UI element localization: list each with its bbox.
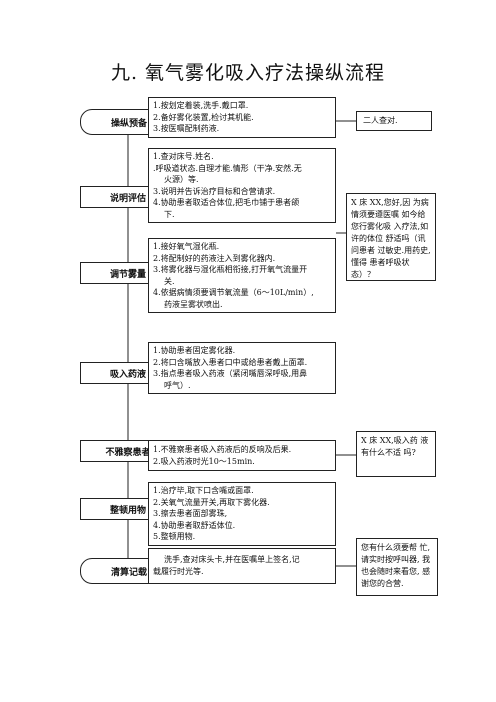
note-text: 我也会随时来看您, <box>361 555 431 576</box>
step-text: .呼吸道状态.自理才能.情形（干净.安然.无 <box>153 163 302 173</box>
step-text: 2.将配制好的药液注入到雾化器内. <box>153 253 276 263</box>
note-text: 感谢您的合营. <box>361 567 431 588</box>
step-text: 3.说明并告诉治疗目标和合营请求. <box>153 186 276 196</box>
step-text: 1.不雅察患者吸入药液后的反响及后果. <box>153 445 292 454</box>
step-text: 1.协助患者固定雾化器. <box>153 346 236 355</box>
step-text: 洗手,查对床头卡,并在医嘱单上签名,记 <box>164 555 300 564</box>
step-text: 3.擦去患者面部雾珠, <box>153 509 228 518</box>
step-text: 1.按划定着装,洗手.戴口罩. <box>153 101 249 110</box>
step-text: 4.协助患者取舒适体位. <box>153 520 236 530</box>
step-text: 1.接好氧气湿化瓶. <box>153 242 220 251</box>
step-text: 2.吸入药液时光10～15min. <box>153 456 255 466</box>
note-double-check: 二人查对. <box>356 111 432 131</box>
note-text: 二人查对. <box>363 116 398 125</box>
step-box-adjust: 1.接好氧气湿化瓶. 2.将配制好的药液注入到雾化器内. 3.将雾化器与湿化瓶相… <box>148 238 336 313</box>
step-text: 2.备好雾化装置,检讨其机能. <box>153 112 254 122</box>
step-text: 关. <box>164 276 175 286</box>
step-text: 药液呈雾状喷出. <box>164 299 223 309</box>
note-text: 患者呼吸状态）？ <box>351 258 410 279</box>
note-text: 忙,请实时按呼叫器, <box>361 543 431 564</box>
note-text: X 床 XX,您好,因 <box>351 198 411 207</box>
step-text: 1.治疗毕,取下口含嘴或面罩. <box>153 486 254 495</box>
step-box-prepare: 1.按划定着装,洗手.戴口罩. 2.备好雾化装置,检讨其机能. 3.按医嘱配制药… <box>148 97 336 138</box>
step-text: 3.将雾化器与湿化瓶相衔接,打开氧气流量开 <box>153 265 308 274</box>
step-text: 载履行时光等. <box>153 566 204 576</box>
note-text: 过敏史.用药史,懂得 <box>351 246 431 267</box>
step-box-record: 洗手,查对床头卡,并在医嘱单上签名,记 载履行时光等. <box>148 548 336 584</box>
step-text: 下. <box>164 209 175 219</box>
step-text: 3.指点患者吸入药液（紧闭嘴唇深呼吸,用鼻 <box>153 369 308 378</box>
note-text: 如今给您行雾化吸 <box>351 210 426 231</box>
step-text: 呼气）. <box>164 380 191 390</box>
note-ask-discomfort: X 床 XX,吸入药 液有什么不适 吗? <box>356 431 436 477</box>
step-text: 5.整顿用物. <box>153 532 196 541</box>
step-box-explain: 1.查对床号.姓名. .呼吸道状态.自理才能.情形（干净.安然.无 火源）等. … <box>148 148 336 223</box>
note-text: X 床 XX,吸入药 <box>361 436 418 445</box>
step-text: 2.关氧气流量开关,再取下雾化器. <box>153 497 270 507</box>
step-box-tidy: 1.治疗毕,取下口含嘴或面罩. 2.关氧气流量开关,再取下雾化器. 3.擦去患者… <box>148 482 336 546</box>
step-text: 火源）等. <box>164 175 199 184</box>
step-text: 3.按医嘱配制药液. <box>153 124 220 133</box>
step-box-inhale: 1.协助患者固定雾化器. 2.将口含嘴放入患者口中或给患者戴上面罩. 3.指点患… <box>148 342 336 394</box>
page-title: 九. 氧气雾化吸入疗法操纵流程 <box>110 62 386 84</box>
note-text: 舒适吗（讯问患者 <box>351 234 426 255</box>
step-text: 1.查对床号.姓名. <box>153 152 214 161</box>
note-text: 入疗法,如许的体位 <box>351 222 429 243</box>
note-text: 您有什么须要帮 <box>361 543 417 552</box>
step-text: 2.将口含嘴放入患者口中或给患者戴上面罩. <box>153 357 308 367</box>
note-call-bell: 您有什么须要帮 忙,请实时按呼叫器, 我也会随时来看您, 感谢您的合营. <box>356 538 438 596</box>
note-text: 液有什么不适 <box>361 436 429 457</box>
step-text: 4.依据病情须要调节氧流量（6～10L/min）, <box>153 288 314 297</box>
note-text: 为病情须要遵医嘱 <box>351 198 429 219</box>
step-box-observe: 1.不雅察患者吸入药液后的反响及后果. 2.吸入药液时光10～15min. <box>148 440 336 471</box>
note-greeting: X 床 XX,您好,因 为病情须要遵医嘱 如今给您行雾化吸 入疗法,如许的体位 … <box>346 193 436 281</box>
note-text: 吗? <box>403 448 416 457</box>
step-text: 4.协助患者取适合体位,把毛巾铺于患者颌 <box>153 198 300 207</box>
